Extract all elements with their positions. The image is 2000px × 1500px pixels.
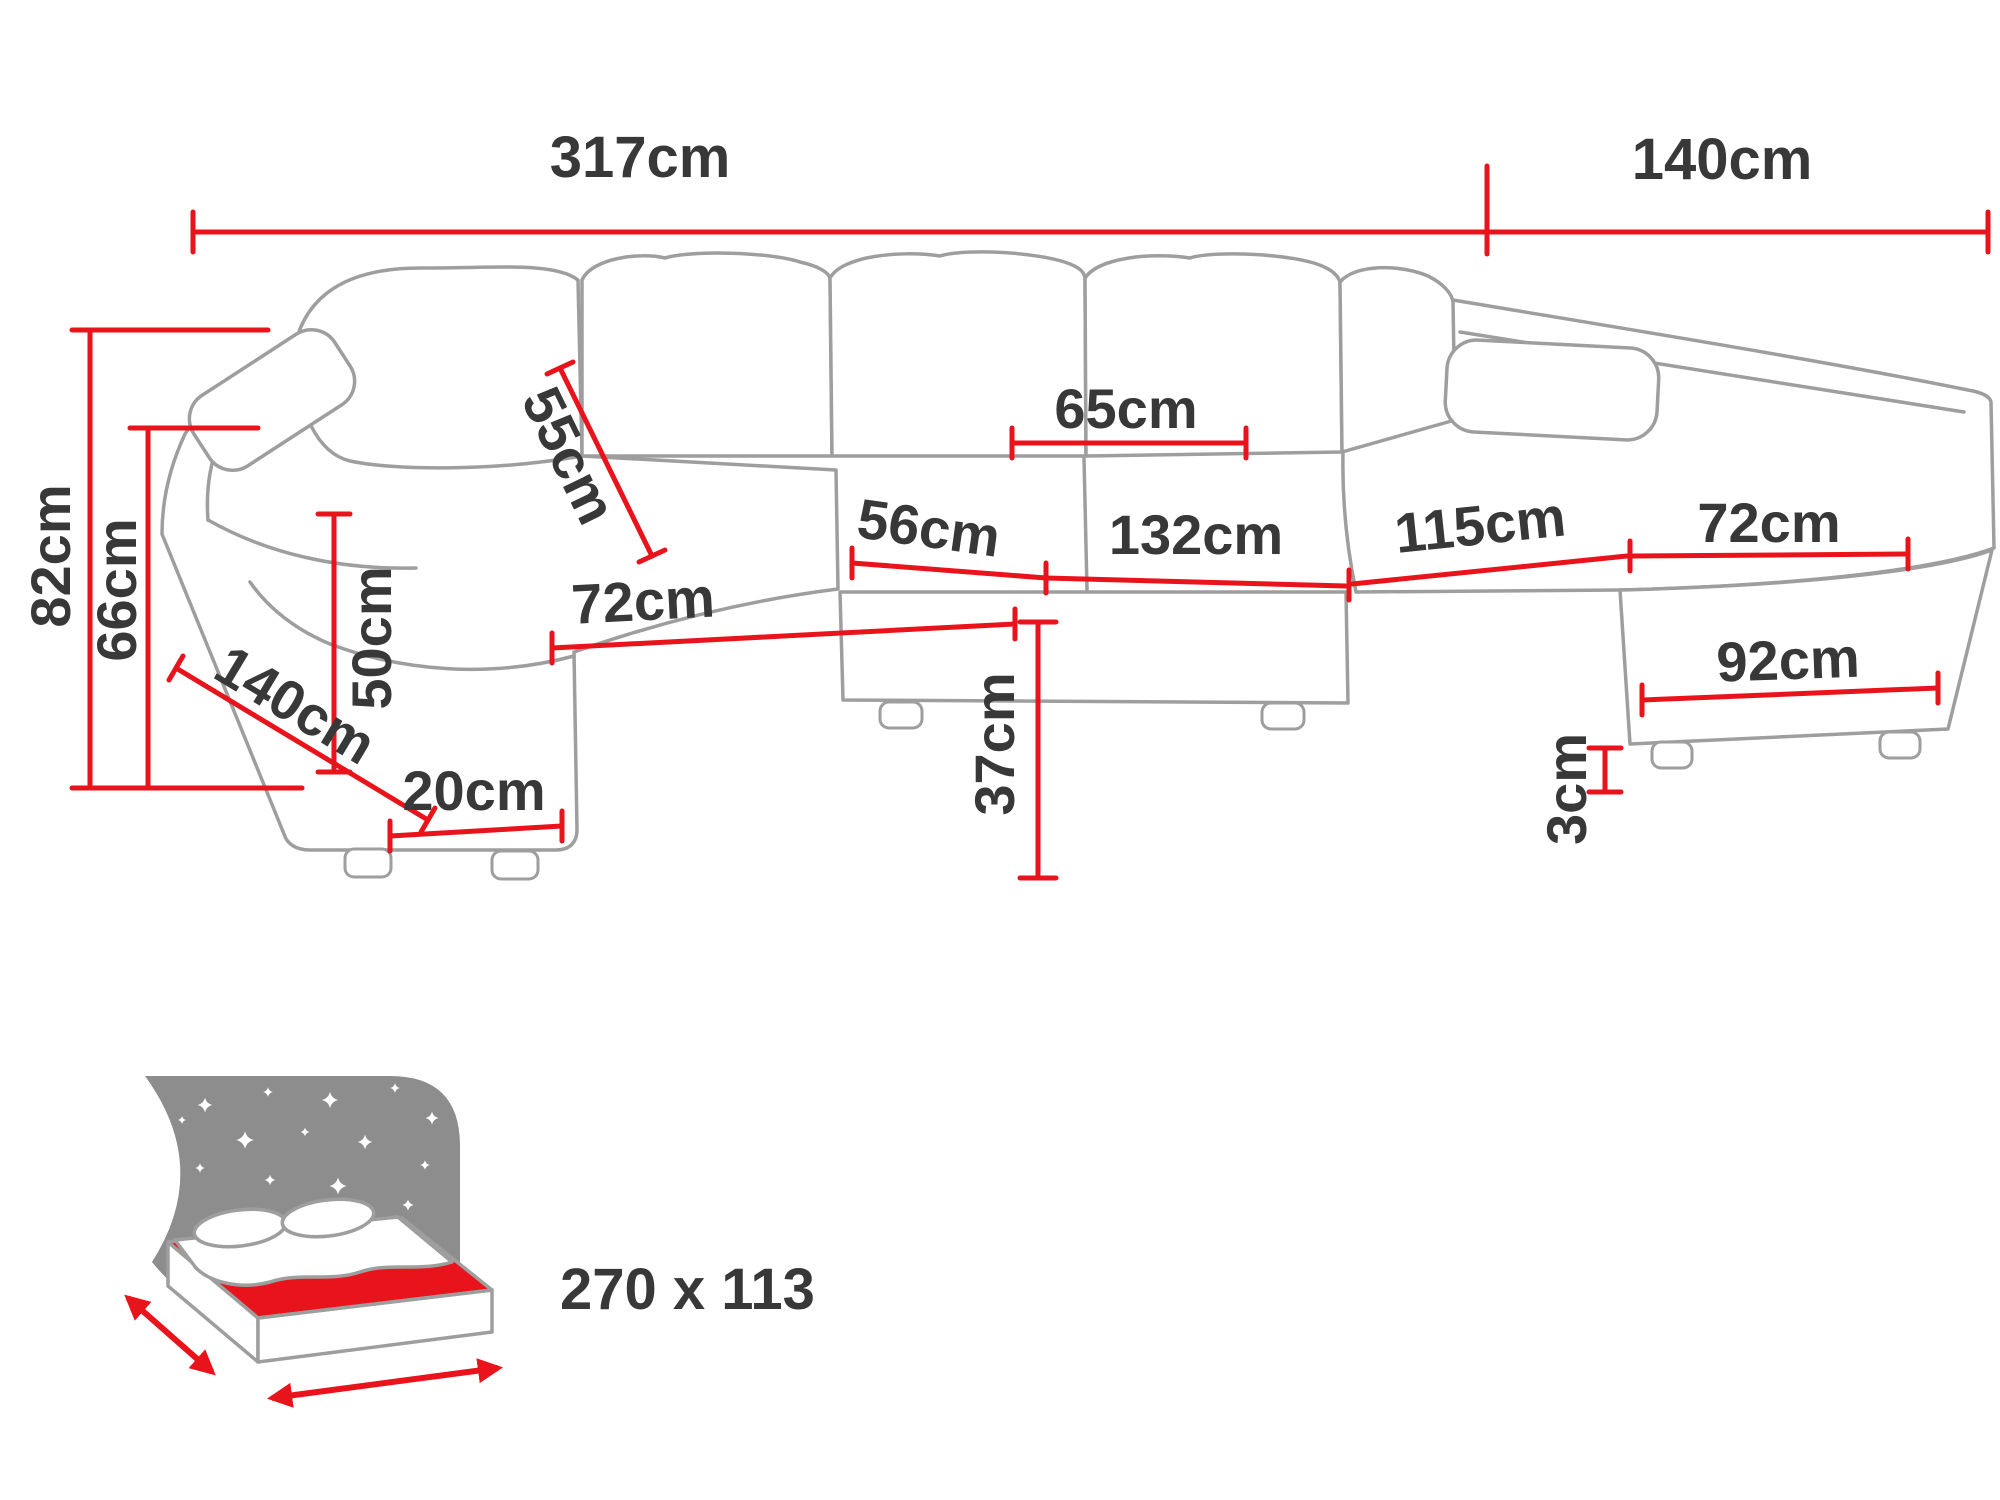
- dim-label-total-height: 82cm: [19, 484, 82, 627]
- pillow-right: [1443, 338, 1661, 442]
- length-arrow: [267, 1358, 503, 1408]
- dim-line-seat-front: [849, 536, 1911, 603]
- dim-label-leg-height: 3cm: [1535, 733, 1598, 845]
- dim-line-left-chaise-width: [549, 606, 1018, 666]
- left-arm-seat-line: [206, 518, 418, 570]
- left-chaise-cushion-edge: [248, 580, 576, 672]
- dim-label-middle-seat-width: 132cm: [1109, 503, 1283, 566]
- dim-line-backrest-height: [127, 425, 261, 791]
- back-cushion: [828, 250, 1088, 458]
- bed-pillow: [192, 1197, 376, 1249]
- sofa-bed-icon: 270 x 113: [124, 1076, 815, 1408]
- dim-label-total-width: 317cm: [550, 125, 731, 190]
- dim-line-back-cushion-width: [1009, 425, 1249, 461]
- dim-line-seat-height: [1017, 619, 1059, 881]
- back-cushion: [1083, 252, 1344, 458]
- sofa-leg: [1650, 740, 1694, 770]
- dim-label-backrest-height: 66cm: [85, 518, 148, 661]
- dimension-lines: [69, 163, 1991, 881]
- sofa-leg: [1878, 730, 1922, 760]
- sofa-outline: [160, 250, 1996, 881]
- dimension-labels: 317cm 140cm 82cm 66cm 55cm 65cm 56cm 132…: [19, 125, 1861, 845]
- sofa-leg: [1260, 701, 1306, 731]
- dim-label-left-chaise-width: 72cm: [570, 565, 716, 635]
- dim-line-armrest-width: [387, 808, 565, 854]
- dim-line-right-depth: [1487, 209, 1991, 255]
- dim-label-right-depth: 140cm: [1632, 127, 1813, 192]
- dim-label-right-chaise-width: 72cm: [1697, 491, 1840, 554]
- dim-label-armrest-height: 50cm: [340, 566, 403, 709]
- dim-label-seat-height: 37cm: [963, 672, 1026, 815]
- width-arrow: [124, 1294, 216, 1376]
- sleeping-area-label: 270 x 113: [560, 1257, 815, 1322]
- dim-label-right-chaise-length: 92cm: [1715, 626, 1860, 694]
- sofa-leg: [490, 849, 540, 881]
- dim-label-seat-depth: 56cm: [854, 486, 1005, 568]
- dim-line-leg-height: [1586, 745, 1624, 795]
- dim-line-back-cushion-height: [544, 359, 668, 565]
- dim-line-armrest-height: [315, 511, 353, 775]
- middle-seat-front: [838, 590, 1350, 705]
- sofa-leg: [878, 700, 924, 730]
- pillow-left: [187, 328, 357, 472]
- dim-line-total-width: [190, 163, 1490, 257]
- dim-line-total-height: [69, 327, 305, 791]
- back-cushion: [1338, 265, 1457, 454]
- dim-label-back-cushion-width: 65cm: [1054, 377, 1197, 440]
- sofa-leg: [343, 847, 393, 879]
- dim-line-left-chaise-length: [166, 653, 438, 835]
- dim-label-armrest-width: 20cm: [402, 759, 545, 822]
- sofa-left-chaise: [160, 354, 840, 852]
- back-cushion: [580, 251, 834, 458]
- dim-line-right-chaise-length: [1639, 670, 1941, 718]
- middle-seat-seam: [1082, 456, 1089, 592]
